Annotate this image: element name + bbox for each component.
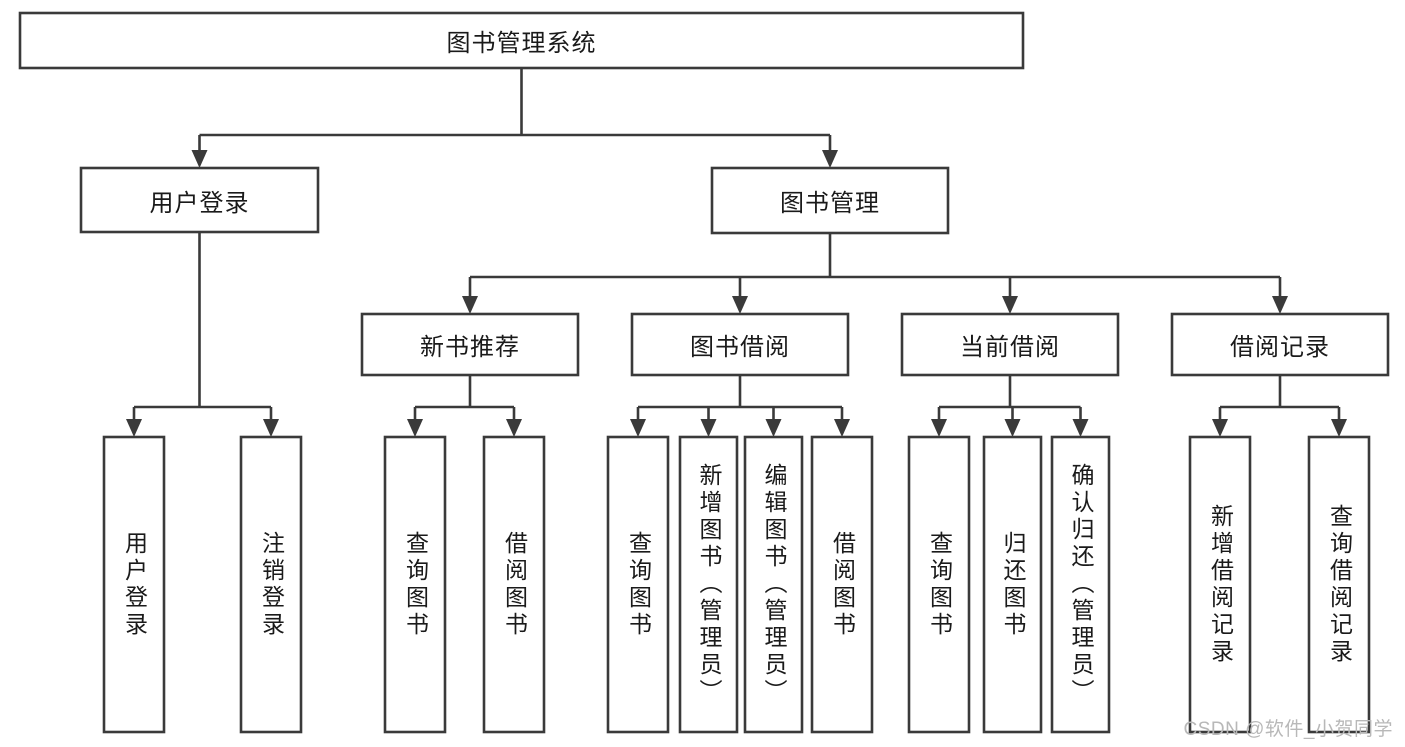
node-box-leaf-borrow-book-recommend[interactable] bbox=[482, 435, 546, 734]
node-box-leaf-user-login[interactable] bbox=[102, 435, 166, 734]
node-box-leaf-add-borrow-record[interactable] bbox=[1188, 435, 1252, 734]
node-box-leaf-confirm-return[interactable] bbox=[1050, 435, 1111, 734]
node-box-current-borrow[interactable] bbox=[900, 312, 1120, 377]
arrow-head-leaf-user-logout bbox=[263, 419, 279, 437]
arrow-head-leaf-query-book-borrow bbox=[630, 419, 646, 437]
arrow-head-leaf-user-login bbox=[126, 419, 142, 437]
node-box-leaf-add-book[interactable] bbox=[678, 435, 739, 734]
node-box-leaf-query-book-borrow[interactable] bbox=[606, 435, 670, 734]
node-box-book-borrow[interactable] bbox=[630, 312, 850, 377]
arrow-head-leaf-add-borrow-record bbox=[1212, 419, 1228, 437]
arrow-head-borrow-record bbox=[1272, 296, 1288, 314]
node-box-borrow-record[interactable] bbox=[1170, 312, 1390, 377]
connectors-layer bbox=[126, 68, 1347, 437]
arrow-head-leaf-query-borrow-record bbox=[1331, 419, 1347, 437]
arrow-head-leaf-query-book-recommend bbox=[407, 419, 423, 437]
node-box-leaf-query-book-current[interactable] bbox=[907, 435, 971, 734]
node-box-root[interactable] bbox=[18, 11, 1025, 70]
node-box-user-login[interactable] bbox=[79, 166, 320, 234]
arrow-head-leaf-add-book bbox=[700, 419, 717, 437]
watermark-text: CSDN @软件_小贺同学 bbox=[1183, 719, 1393, 740]
node-box-leaf-user-logout[interactable] bbox=[239, 435, 303, 734]
arrow-head-book-management bbox=[822, 150, 838, 168]
node-box-leaf-edit-book[interactable] bbox=[743, 435, 804, 734]
node-box-leaf-query-borrow-record[interactable] bbox=[1307, 435, 1371, 734]
arrow-head-leaf-confirm-return bbox=[1072, 419, 1089, 437]
node-box-leaf-query-book-recommend[interactable] bbox=[383, 435, 447, 734]
node-box-book-management[interactable] bbox=[710, 166, 950, 235]
arrow-head-new-book-recommend bbox=[462, 296, 478, 314]
arrow-head-user-login bbox=[191, 150, 208, 168]
arrow-head-leaf-borrow-book-recommend bbox=[506, 419, 522, 437]
arrow-head-book-borrow bbox=[732, 296, 748, 314]
arrow-head-current-borrow bbox=[1002, 296, 1018, 314]
node-box-leaf-return-book[interactable] bbox=[982, 435, 1043, 734]
arrow-head-leaf-return-book bbox=[1004, 419, 1021, 437]
arrow-head-leaf-query-book-current bbox=[931, 419, 947, 437]
arrow-head-leaf-borrow-book bbox=[834, 419, 850, 437]
arrow-head-leaf-edit-book bbox=[765, 419, 782, 437]
node-box-leaf-borrow-book[interactable] bbox=[810, 435, 874, 734]
node-box-new-book-recommend[interactable] bbox=[360, 312, 580, 377]
boxes-layer bbox=[18, 11, 1390, 734]
